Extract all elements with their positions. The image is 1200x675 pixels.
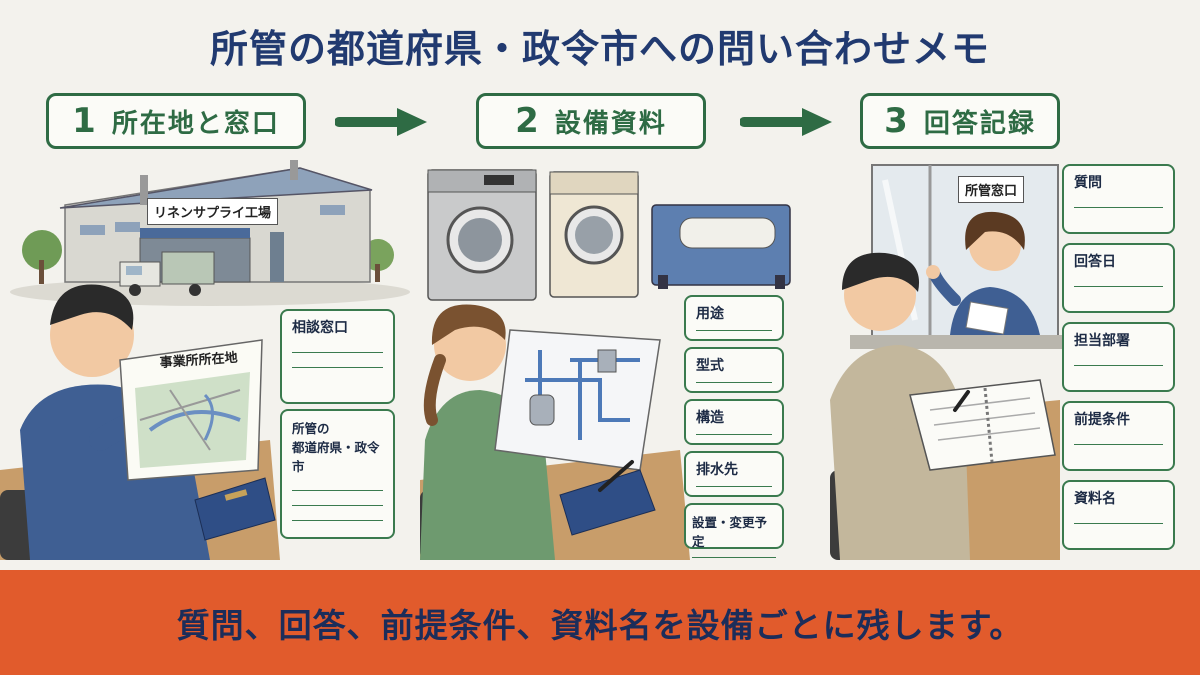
step-3-header: 3 回答記録 [860, 93, 1060, 149]
note-department: 担当部署 [1062, 322, 1175, 392]
footer-banner: 質問、回答、前提条件、資料名を設備ごとに残します。 [0, 570, 1200, 675]
note-label: 相談窓口 [292, 320, 348, 336]
note-installation-plan: 設置・変更予定 [684, 503, 784, 558]
note-question: 質問 [1062, 164, 1175, 234]
note-consultation-window: 相談窓口 [280, 309, 395, 404]
note-jurisdiction: 所管の 都道府県・政令市 [280, 409, 395, 539]
step-1-header: 1 所在地と窓口 [46, 93, 306, 149]
arrow-right-icon [740, 108, 832, 136]
step-2-header: 2 設備資料 [476, 93, 706, 149]
step-3-number: 3 [884, 101, 908, 141]
step-2-label: 設備資料 [554, 108, 667, 139]
clerk-woman [926, 211, 1040, 335]
note-label: 用途 [696, 306, 724, 322]
note-answer-date: 回答日 [1062, 243, 1175, 313]
note-label: 前提条件 [1074, 412, 1130, 428]
washing-machine-icon [427, 169, 537, 301]
window-sign: 所管窓口 [958, 176, 1025, 203]
pen-icon [953, 390, 970, 412]
spiral-notebook-icon [909, 379, 1056, 471]
note-structure: 構造 [684, 399, 784, 445]
map-document [119, 339, 263, 481]
note-document-name: 資料名 [1062, 480, 1175, 550]
panel-1-illustration: 事業所所在地 [0, 160, 410, 560]
page-title: 所管の都道府県・政令市への問い合わせメモ [209, 27, 990, 71]
panel-3-illustration [830, 164, 1062, 560]
truck-icon [119, 251, 215, 296]
note-drainage: 排水先 [684, 451, 784, 497]
tree-icon [22, 230, 62, 284]
note-label: 資料名 [1074, 491, 1116, 507]
note-label: 質問 [1074, 175, 1102, 191]
factory-sign: リネンサプライ工場 [147, 198, 279, 225]
note-label: 構造 [696, 410, 724, 426]
piping-diagram-document [494, 329, 661, 471]
map-title: 事業所所在地 [159, 350, 238, 371]
note-label: 設置・変更予定 [692, 515, 768, 549]
note-purpose: 用途 [684, 295, 784, 341]
arrow-right-icon [335, 108, 427, 136]
note-label: 所管の 都道府県・政令市 [292, 421, 380, 474]
note-model: 型式 [684, 347, 784, 393]
pen-icon [598, 460, 634, 492]
step-2-number: 2 [515, 101, 539, 141]
factory-building [59, 160, 373, 283]
note-label: 担当部署 [1074, 333, 1130, 349]
note-label: 排水先 [696, 462, 738, 478]
ironer-machine-icon [651, 204, 791, 289]
panel-2-illustration [420, 169, 791, 560]
note-label: 型式 [696, 358, 724, 374]
step-1-number: 1 [72, 101, 96, 141]
footer-message: 質問、回答、前提条件、資料名を設備ごとに残します。 [176, 605, 1024, 645]
step-3-label: 回答記録 [923, 108, 1036, 139]
dryer-machine-icon [549, 171, 639, 298]
note-assumptions: 前提条件 [1062, 401, 1175, 471]
step-1-label: 所在地と窓口 [111, 108, 280, 139]
notebook-icon [194, 477, 276, 541]
note-label: 回答日 [1074, 254, 1116, 270]
